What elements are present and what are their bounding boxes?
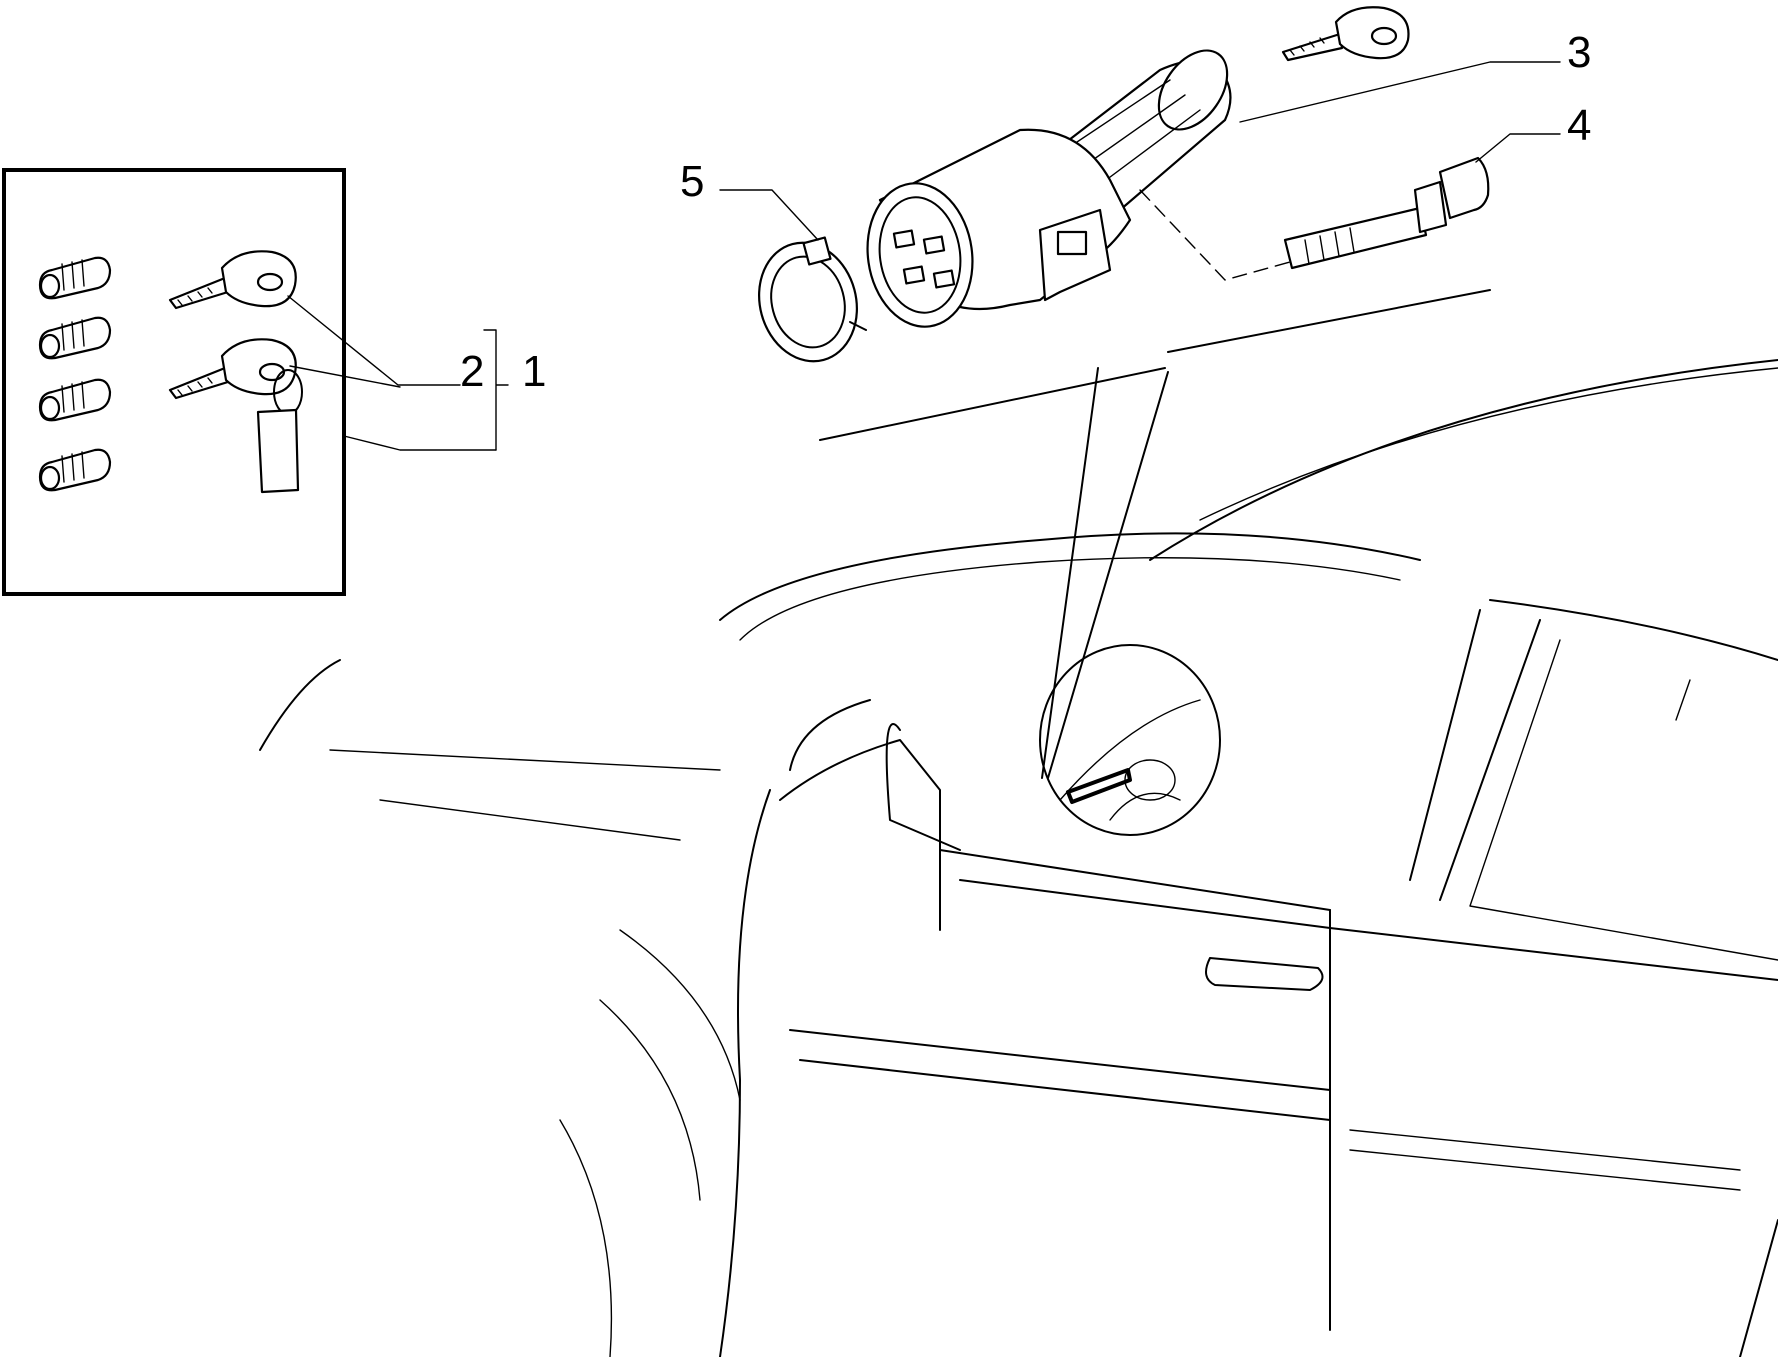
leader-4	[1475, 133, 1561, 163]
lock-cylinder-icon	[38, 256, 112, 300]
callout-3: 3	[1567, 28, 1591, 77]
callout-4: 4	[1567, 101, 1591, 150]
ignition-switch-icon	[866, 49, 1232, 328]
car-outline-icon	[259, 289, 1778, 1357]
leader-3	[1239, 61, 1561, 123]
callout-1: 1	[522, 347, 546, 396]
lock-cylinder-icon	[38, 378, 112, 422]
key-with-tag-icon	[168, 338, 303, 494]
callout-5: 5	[680, 157, 704, 206]
lock-cylinder-icon	[38, 316, 112, 360]
key-icon	[1281, 6, 1410, 62]
leader-4b	[1139, 189, 1291, 281]
callout-2: 2	[460, 347, 484, 396]
key-icon	[168, 250, 297, 310]
kit-inset-box	[2, 168, 509, 596]
leader-5	[719, 189, 819, 241]
steering-lock-bolt-icon	[1283, 156, 1490, 270]
lock-cylinder-icon	[38, 448, 112, 492]
retaining-ring-icon	[758, 236, 867, 363]
